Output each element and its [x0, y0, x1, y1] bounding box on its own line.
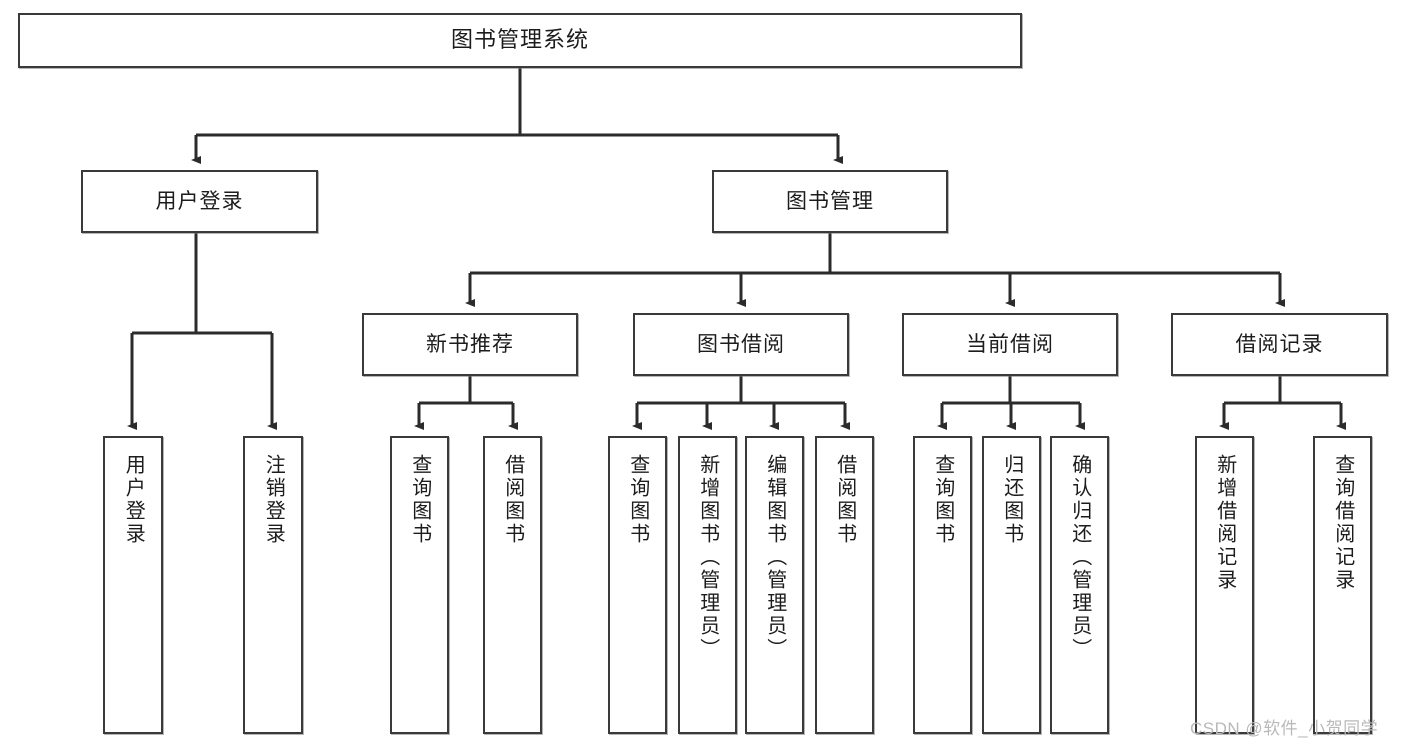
- leaf-label: 查询图书: [408, 454, 431, 546]
- node-book-borrow[interactable]: 图书借阅: [633, 313, 849, 376]
- leaf-label: 编辑图书（管理员）: [763, 454, 786, 661]
- leaf-label: 借阅图书: [501, 454, 524, 546]
- node-current-borrow[interactable]: 当前借阅: [902, 313, 1118, 376]
- leaf-label: 注销登录: [262, 454, 285, 546]
- node-user-login[interactable]: 用户登录: [81, 170, 318, 233]
- csdn-watermark: CSDN @软件_小贺同学: [1190, 719, 1379, 738]
- leaf-label: 查询图书: [626, 454, 649, 546]
- leaf-label: 查询图书: [931, 454, 954, 546]
- leaf-label: 借阅图书: [833, 454, 856, 546]
- leaf-borrow-book-recommend[interactable]: 借阅图书: [483, 436, 542, 734]
- leaf-return-book[interactable]: 归还图书: [982, 436, 1041, 734]
- node-borrow-record[interactable]: 借阅记录: [1171, 313, 1388, 376]
- node-book-management[interactable]: 图书管理: [712, 170, 948, 233]
- leaf-query-book-borrow[interactable]: 查询图书: [608, 436, 667, 734]
- leaf-label: 新增借阅记录: [1213, 454, 1236, 592]
- leaf-borrow-book[interactable]: 借阅图书: [815, 436, 874, 734]
- leaf-user-login[interactable]: 用户登录: [103, 436, 163, 734]
- leaf-label: 确认归还（管理员）: [1068, 454, 1091, 661]
- leaf-label: 查询借阅记录: [1331, 454, 1354, 592]
- leaf-query-book-recommend[interactable]: 查询图书: [390, 436, 449, 734]
- leaf-label: 归还图书: [1000, 454, 1023, 546]
- node-root-system[interactable]: 图书管理系统: [18, 13, 1022, 68]
- leaf-add-book-admin[interactable]: 新增图书（管理员）: [678, 436, 737, 734]
- leaf-query-book-current[interactable]: 查询图书: [913, 436, 972, 734]
- leaf-label: 新增图书（管理员）: [696, 454, 719, 661]
- node-new-book-recommend[interactable]: 新书推荐: [362, 313, 578, 376]
- leaf-edit-book-admin[interactable]: 编辑图书（管理员）: [745, 436, 804, 734]
- leaf-label: 用户登录: [122, 454, 145, 546]
- leaf-confirm-return-admin[interactable]: 确认归还（管理员）: [1050, 436, 1109, 734]
- leaf-logout[interactable]: 注销登录: [243, 436, 303, 734]
- leaf-add-borrow-record[interactable]: 新增借阅记录: [1195, 436, 1254, 734]
- leaf-query-borrow-record[interactable]: 查询借阅记录: [1313, 436, 1372, 734]
